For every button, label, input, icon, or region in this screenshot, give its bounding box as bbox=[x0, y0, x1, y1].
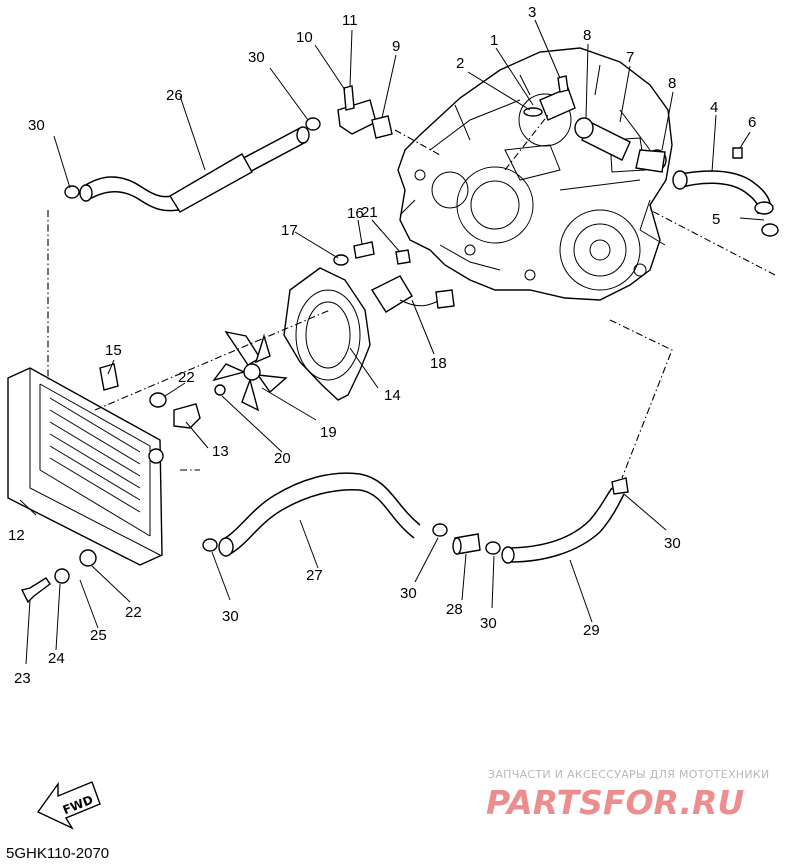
watermark-tagline: ЗАПЧАСТИ И АКСЕССУАРЫ ДЛЯ МОТОТЕХНИКИ bbox=[488, 768, 770, 781]
callout-30-e: 30 bbox=[480, 615, 497, 632]
leader-lines bbox=[19, 19, 765, 665]
callout-8b: 8 bbox=[668, 75, 676, 92]
callout-4: 4 bbox=[710, 99, 718, 116]
callout-21: 21 bbox=[361, 204, 378, 221]
callout-17: 17 bbox=[281, 222, 298, 239]
callout-30-f: 30 bbox=[664, 535, 681, 552]
callout-5: 5 bbox=[712, 211, 720, 228]
pipe-28 bbox=[452, 533, 481, 555]
callout-19: 19 bbox=[320, 424, 337, 441]
hose-26 bbox=[64, 117, 321, 213]
thermostat-housing bbox=[337, 85, 393, 139]
callout-30-b: 30 bbox=[248, 49, 265, 66]
small-fasteners bbox=[214, 241, 411, 396]
callout-3: 3 bbox=[528, 4, 536, 21]
forward-arrow-icon: FWD bbox=[36, 781, 101, 830]
connection-lines bbox=[47, 114, 776, 479]
callout-30-d: 30 bbox=[400, 585, 417, 602]
callout-24: 24 bbox=[48, 650, 65, 667]
callout-12: 12 bbox=[8, 527, 25, 544]
hose-7 bbox=[574, 117, 667, 173]
cooling-fan bbox=[212, 330, 288, 412]
callout-18: 18 bbox=[430, 355, 447, 372]
callout-10: 10 bbox=[296, 29, 313, 46]
callout-29: 29 bbox=[583, 622, 600, 639]
callout-30-c: 30 bbox=[222, 608, 239, 625]
callout-6: 6 bbox=[748, 114, 756, 131]
callout-27: 27 bbox=[306, 567, 323, 584]
watermark-brand: PARTSFOR.RU bbox=[486, 783, 744, 822]
engine-block bbox=[397, 47, 673, 301]
callout-8a: 8 bbox=[583, 27, 591, 44]
watermark: ЗАПЧАСТИ И АКСЕССУАРЫ ДЛЯ МОТОТЕХНИКИ PA… bbox=[486, 768, 770, 822]
callout-23: 23 bbox=[14, 670, 31, 687]
callout-22a: 22 bbox=[178, 369, 195, 386]
callout-1: 1 bbox=[490, 32, 498, 49]
fan-shroud bbox=[283, 267, 371, 401]
hose-4 bbox=[672, 147, 779, 237]
diagram-code: 5GHK110-2070 bbox=[6, 845, 109, 862]
callout-22b: 22 bbox=[125, 604, 142, 621]
callout-7: 7 bbox=[626, 49, 634, 66]
fan-motor-switch bbox=[370, 275, 455, 313]
hose-29 bbox=[485, 477, 629, 564]
callout-15: 15 bbox=[105, 342, 122, 359]
callout-26: 26 bbox=[166, 87, 183, 104]
callout-2: 2 bbox=[456, 55, 464, 72]
callout-25: 25 bbox=[90, 627, 107, 644]
callout-28: 28 bbox=[446, 601, 463, 618]
callout-13: 13 bbox=[212, 443, 229, 460]
callout-11: 11 bbox=[342, 12, 358, 29]
callout-labels: 1 2 3 4 5 6 7 8 8 9 10 11 12 13 14 15 16… bbox=[8, 4, 756, 687]
water-outlet-fitting bbox=[523, 75, 576, 121]
callout-14: 14 bbox=[384, 387, 401, 404]
radiator bbox=[7, 363, 201, 604]
hose-27 bbox=[202, 472, 448, 557]
callout-16: 16 bbox=[347, 205, 364, 222]
callout-20: 20 bbox=[274, 450, 291, 467]
callout-30-a: 30 bbox=[28, 117, 45, 134]
callout-9: 9 bbox=[392, 38, 400, 55]
